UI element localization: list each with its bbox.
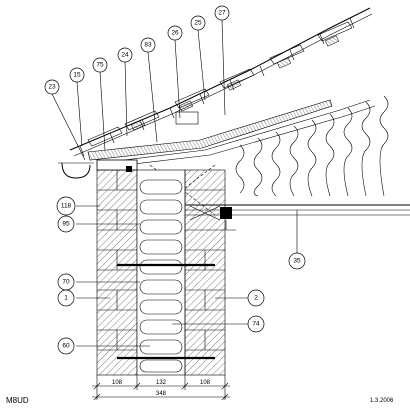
dimension-line: 108 132 108 348	[92, 375, 230, 401]
dimension-cavity: 132	[156, 380, 167, 386]
callout-26: 26	[167, 25, 183, 41]
rafter-underlay	[87, 99, 376, 169]
callout-15: 15	[69, 67, 85, 83]
svg-text:70: 70	[62, 279, 70, 286]
dimension-inner-leaf: 108	[200, 380, 211, 386]
svg-text:60: 60	[62, 343, 70, 350]
svg-text:24: 24	[121, 52, 129, 59]
svg-text:74: 74	[252, 321, 260, 328]
svg-text:95: 95	[62, 221, 70, 228]
svg-text:23: 23	[48, 84, 56, 91]
callout-24: 24	[117, 47, 133, 63]
callout-27: 27	[214, 5, 230, 21]
inner-brick-leaf	[184, 169, 226, 376]
drawing-date: 1.3.2006	[370, 398, 394, 404]
roof-tiles	[69, 7, 373, 157]
svg-text:1: 1	[64, 295, 68, 302]
dimension-total: 348	[156, 391, 167, 397]
gutter	[58, 162, 94, 179]
callout-70: 70	[57, 273, 75, 291]
svg-text:118: 118	[61, 203, 72, 210]
outer-brick-leaf	[96, 169, 138, 376]
svg-text:15: 15	[73, 72, 81, 79]
dimension-outer-leaf: 108	[112, 380, 123, 386]
callout-60: 60	[57, 337, 75, 355]
svg-text:83: 83	[144, 42, 152, 49]
wall-ties	[117, 263, 215, 360]
callout-35: 35	[288, 252, 306, 270]
callout-74: 74	[247, 315, 265, 333]
callout-25: 25	[190, 15, 206, 31]
leader-lines	[51, 19, 298, 347]
svg-text:75: 75	[96, 62, 104, 69]
insulation	[235, 95, 389, 197]
svg-text:26: 26	[171, 30, 179, 37]
callout-1: 1	[57, 289, 75, 307]
callout-23: 23	[44, 79, 60, 95]
callout-118: 118	[56, 196, 76, 216]
callout-75: 75	[92, 57, 108, 73]
callout-2: 2	[247, 289, 265, 307]
drawing-code: M8UD	[6, 396, 29, 405]
svg-text:25: 25	[194, 20, 202, 27]
callout-95: 95	[57, 215, 75, 233]
svg-text:2: 2	[254, 295, 258, 302]
wall-plate	[96, 159, 138, 172]
svg-text:27: 27	[218, 10, 226, 17]
callout-83: 83	[140, 37, 156, 53]
cavity-insulation	[136, 169, 186, 376]
svg-text:35: 35	[293, 258, 301, 265]
